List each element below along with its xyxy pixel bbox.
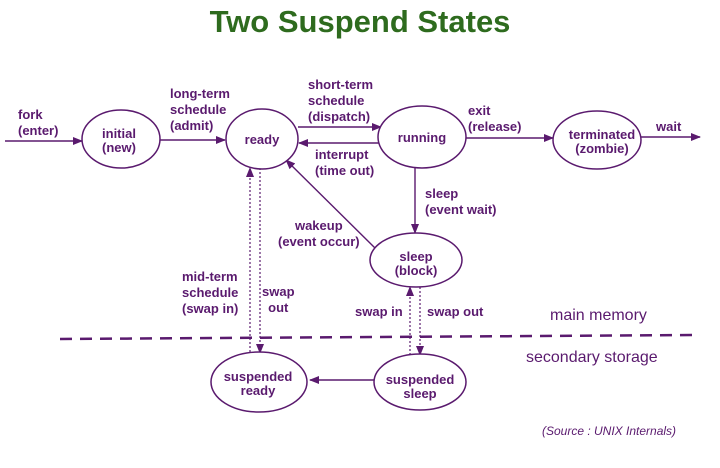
source-note: (Source : UNIX Internals) bbox=[542, 424, 677, 438]
state-ready-line-1: ready bbox=[245, 132, 280, 147]
state-suspended-ready-line-2: ready bbox=[241, 383, 276, 398]
state-terminated-line-1: terminated bbox=[569, 127, 636, 142]
label-sleep: sleep(event wait) bbox=[425, 186, 497, 217]
label-fork: fork(enter) bbox=[18, 107, 59, 138]
state-running: running bbox=[377, 105, 467, 169]
state-sleep-line-2: (block) bbox=[395, 263, 438, 278]
state-suspended-sleep: suspended sleep bbox=[373, 353, 467, 411]
state-terminated: terminated (zombie) bbox=[552, 110, 642, 170]
state-initial: initial (new) bbox=[81, 109, 161, 169]
state-suspended-sleep-line-1: suspended bbox=[386, 372, 455, 387]
state-initial-line-1: initial bbox=[102, 126, 136, 141]
label-swap-in: swap in bbox=[355, 304, 403, 319]
state-sleep-line-1: sleep bbox=[399, 249, 432, 264]
label-exit: exit(release) bbox=[468, 103, 522, 134]
state-suspended-sleep-line-2: sleep bbox=[403, 386, 436, 401]
label-swap-out-sleep: swap out bbox=[427, 304, 484, 319]
state-suspended-ready: suspended ready bbox=[210, 351, 308, 413]
edge-wakeup bbox=[285, 159, 376, 249]
region-secondary-storage: secondary storage bbox=[526, 349, 658, 366]
state-terminated-line-2: (zombie) bbox=[575, 141, 628, 156]
label-wait: wait bbox=[656, 119, 682, 134]
state-suspended-ready-line-1: suspended bbox=[224, 369, 293, 384]
label-interrupt: interrupt(time out) bbox=[315, 147, 375, 178]
state-initial-line-2: (new) bbox=[102, 140, 136, 155]
state-ready: ready bbox=[225, 108, 299, 170]
region-main-memory: main memory bbox=[550, 307, 647, 324]
page-title: Two Suspend States bbox=[209, 4, 511, 39]
memory-divider bbox=[59, 333, 701, 341]
state-sleep: sleep (block) bbox=[369, 232, 463, 288]
state-running-line-1: running bbox=[398, 130, 446, 145]
label-wakeup: wakeup(event occur) bbox=[278, 218, 360, 249]
